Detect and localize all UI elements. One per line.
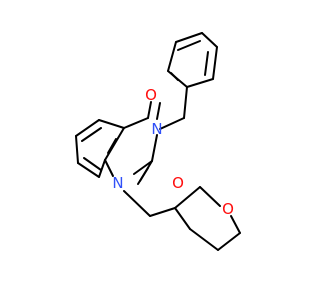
- bond: [104, 159, 114, 177]
- bond: [217, 232, 241, 251]
- bond: [123, 190, 151, 217]
- bond: [133, 160, 153, 175]
- bond: [174, 207, 191, 230]
- bond: [77, 162, 100, 178]
- bond: [81, 127, 102, 142]
- bond: [147, 101, 152, 119]
- molecule-structure: N N O O O: [75, 32, 241, 251]
- bond: [75, 135, 79, 164]
- bond: [159, 117, 185, 130]
- atom-o-oxane: O: [222, 200, 234, 218]
- bond: [230, 215, 241, 234]
- bond: [107, 138, 117, 154]
- atom-labels: N N O O O: [112, 86, 234, 218]
- bond: [149, 207, 176, 217]
- bond: [177, 40, 201, 51]
- bond: [83, 157, 102, 171]
- bond: [75, 119, 100, 137]
- bonds: [75, 32, 241, 251]
- bond: [183, 86, 188, 119]
- bond: [98, 119, 125, 129]
- atom-o-carbonyl-c4: O: [145, 86, 157, 104]
- bond: [98, 159, 106, 178]
- bond: [123, 117, 149, 129]
- bond: [199, 186, 221, 207]
- bond: [212, 46, 218, 80]
- bond: [170, 72, 179, 81]
- bond: [175, 32, 203, 43]
- atom-o-carbonyl-c2: O: [172, 174, 184, 192]
- atom-n3: N: [151, 120, 162, 138]
- bond: [186, 78, 214, 88]
- bond: [137, 167, 149, 185]
- bond: [151, 134, 158, 162]
- bond: [156, 102, 161, 120]
- bond: [204, 51, 209, 76]
- atom-n1: N: [112, 174, 123, 192]
- bond: [201, 32, 218, 48]
- bond: [167, 41, 177, 72]
- bond: [174, 186, 201, 209]
- bond: [104, 127, 125, 161]
- bond: [189, 228, 219, 251]
